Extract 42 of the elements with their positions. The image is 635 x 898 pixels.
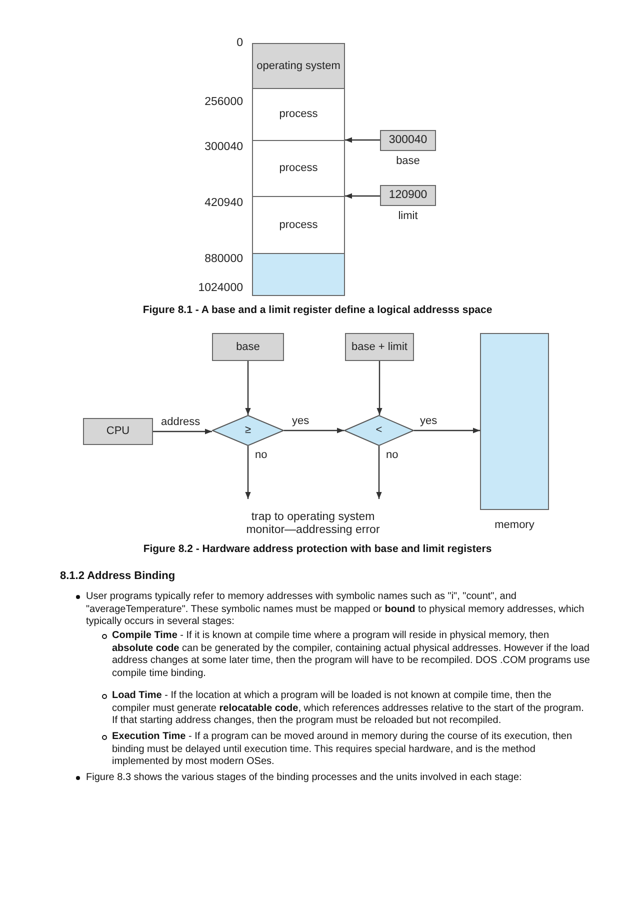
section-heading: 8.1.2 Address Binding: [60, 570, 176, 582]
sub-bullet-text: Compile Time - If it is known at compile time where a program will reside in physical memory, then absolute code can be generated by the compiler, containing actual physical addresses. However if the load address changes at some later time, then the program will have to be recompiled. DOS .COM programs use compile time binding.: [112, 630, 591, 681]
arrow: [345, 137, 380, 143]
arrow: [345, 193, 380, 199]
memory-segment: operating system: [252, 43, 345, 89]
arrow: [376, 361, 382, 415]
address-value: 880000: [204, 253, 243, 266]
cpu-box: CPU: [83, 418, 153, 445]
decision-diamond: ≥: [212, 415, 284, 446]
address-value: 1024000: [197, 282, 243, 295]
bullet-text: User programs typically refer to memory addresses with symbolic names such as "i", "count", and "averageTemperature". These symbolic names must be mapped or bound to physical memory addresses, which typically occurs in several stages:: [86, 591, 586, 630]
arrow: [376, 446, 382, 499]
register-box: 300040: [380, 130, 436, 151]
free-memory-segment: [252, 253, 345, 296]
register-label: limit: [397, 210, 419, 223]
arrow: [414, 428, 480, 434]
figure-caption: Figure 8.1 - A base and a limit register define a logical addresss space: [142, 304, 494, 316]
trap-text: trap to operating system monitor—addressing error: [236, 499, 390, 537]
edge-label: address: [160, 416, 202, 428]
sub-bullet-text: Load Time - If the location at which a program will be loaded is not known at compile time, then the compiler must generate relocatable code, which references addresses relative to the start of the program. If that starting address changes, then the program must be reloaded but not recompiled.: [112, 690, 585, 728]
arrow: [284, 428, 344, 434]
address-value: 420940: [204, 197, 243, 210]
register-box: base + limit: [345, 333, 414, 361]
address-value: 0: [236, 37, 243, 50]
figure-caption: Figure 8.2 - Hardware address protection with base and limit registers: [142, 543, 493, 555]
decision-diamond: <: [344, 415, 414, 446]
arrow: [245, 361, 251, 415]
edge-label: no: [385, 449, 400, 461]
memory-label: memory: [494, 519, 536, 532]
edge-label: no: [254, 449, 268, 461]
memory-segment: process: [252, 196, 345, 254]
register-box: base: [212, 333, 284, 361]
sub-bullet-text: Execution Time - If a program can be moved around in memory during the course of its execution, then binding must be delayed until execution time. This requires special hardware, and is the method implemented by most modern OSes.: [112, 731, 574, 770]
address-value: 300040: [204, 141, 243, 154]
memory-segment: process: [252, 140, 345, 197]
memory-segment: process: [252, 88, 345, 141]
arrow: [153, 428, 212, 434]
register-box: 120900: [380, 185, 436, 206]
bullet-text: Figure 8.3 shows the various stages of the binding processes and the units involved in each stage:: [86, 772, 523, 785]
register-label: base: [395, 155, 421, 168]
address-value: 256000: [204, 96, 243, 109]
arrow: [245, 446, 251, 499]
